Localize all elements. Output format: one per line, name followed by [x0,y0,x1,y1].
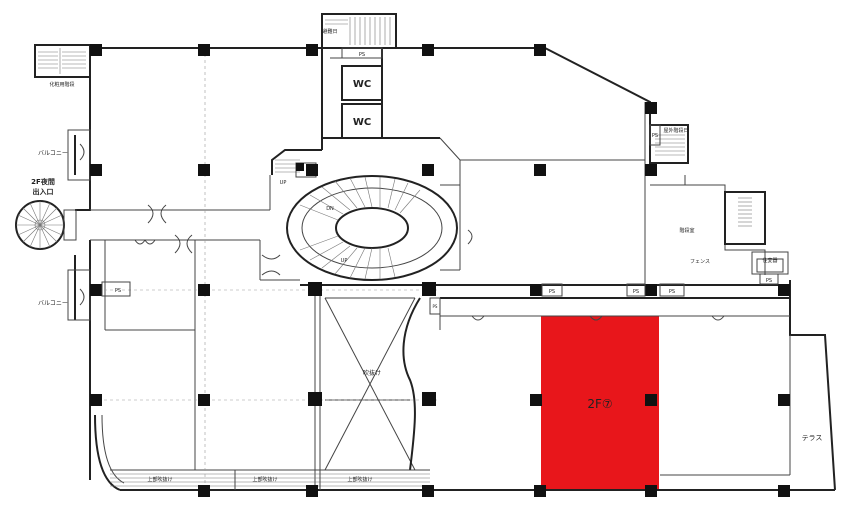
night-entrance-label-2: 出入口 [33,187,54,196]
wc-label-lower: WC [353,117,371,128]
stairwell-right-label: 階段室 [679,227,694,234]
oval-staircase [286,175,460,281]
staff-stair-label: 化粧用階段 [49,81,74,88]
corridor-walls [90,175,300,470]
ps-label: PS [669,289,675,295]
ps-label: PS [115,288,121,294]
ps-label: PS [549,289,555,295]
ps-label: PS [652,133,658,139]
columns [90,44,790,497]
stair-up-spiral-label: UP [341,258,348,264]
balcony-label-upper: バルコニー [38,150,68,157]
ps-label: PS [433,304,438,309]
balcony-left [67,129,91,321]
void-bottom-label-1: 上部吹抜け [147,476,172,483]
staff-stair-box [34,44,91,78]
unit-2f7-label: 2F⑦ [587,397,612,411]
right-walls [460,102,789,285]
evacuation-top-label: 避難日 [322,28,337,35]
terrace-label: テラス [802,434,823,442]
unit-2f7-area[interactable] [541,316,659,490]
ps-label: PS [359,52,365,58]
wc-label-upper: WC [353,79,371,90]
balcony-label-lower: バルコニー [38,300,68,307]
fence-label: フェンス [690,259,710,265]
stair-up-left-label: UP [280,180,287,186]
stair-dn-label: DN [326,206,334,212]
outer-walls [34,44,836,491]
ps-label: PS [633,289,639,295]
void-bottom-label-3: 上部吹抜け [347,476,372,483]
ps-boxes [101,47,779,315]
void-center-label: 吹抜け [363,369,381,377]
exterior-stair-label: 屋外階段日 [663,127,688,134]
central-void [314,290,421,490]
spiral-stair-left [15,200,77,250]
ps-label: PS [766,278,772,284]
grid-lines [98,48,440,490]
void-bottom-label-2: 上部吹抜け [252,476,277,483]
night-entrance-label-1: 2F夜間 [31,177,55,186]
doors [79,143,725,321]
transformer-label: 住変器 [762,257,777,264]
bottom-void-strip [110,469,430,490]
